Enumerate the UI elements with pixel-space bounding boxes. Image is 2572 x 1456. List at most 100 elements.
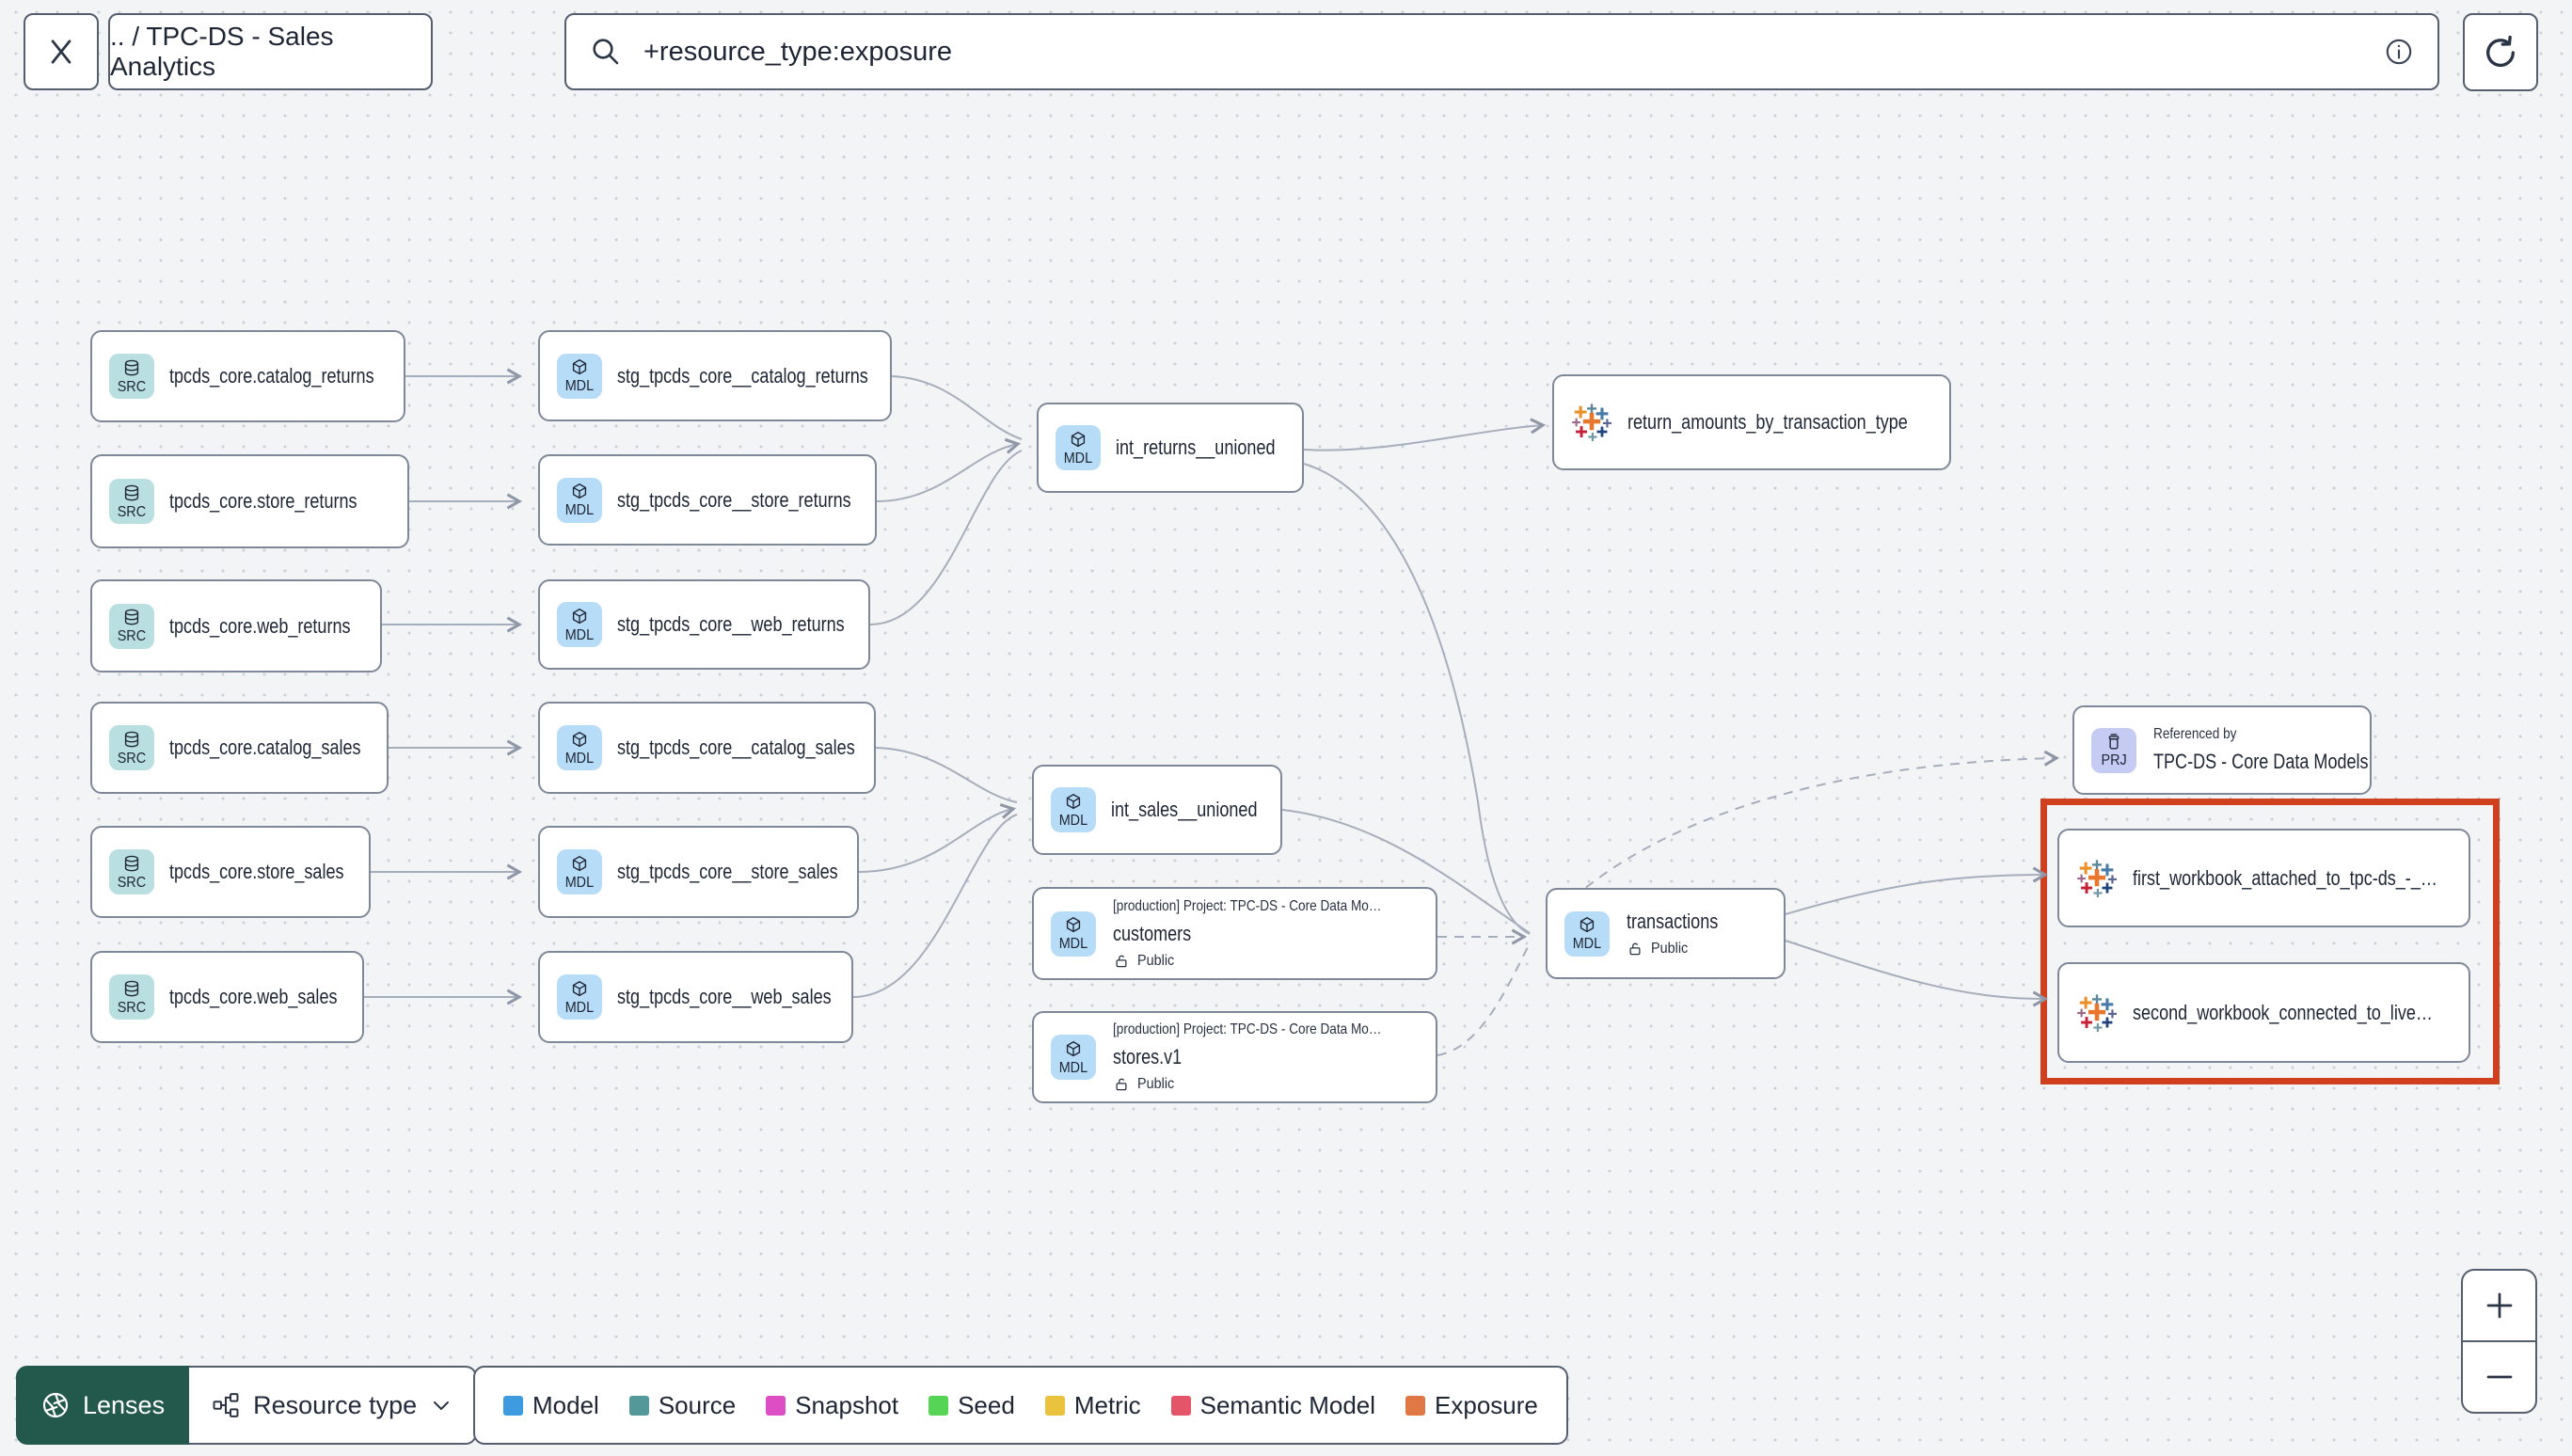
node-stg-store-returns[interactable]: MDL stg_tpcds_core__store_returns: [538, 454, 877, 546]
node-label: stg_tpcds_core__web_returns: [617, 612, 845, 636]
node-transactions[interactable]: MDL transactions Public: [1546, 888, 1786, 979]
cube-icon: [1580, 917, 1595, 933]
cube-icon: [572, 608, 587, 624]
chevron-down-icon: [434, 1401, 450, 1410]
zoom-in-button[interactable]: [2463, 1271, 2535, 1342]
node-label: tpcds_core.catalog_sales: [169, 736, 361, 759]
project-icon: [2108, 734, 2120, 750]
node-exposure-return-amounts[interactable]: return_amounts_by_transaction_type: [1552, 374, 1951, 470]
legend-item-snapshot: Snapshot: [766, 1391, 898, 1420]
zoom-out-icon: [2486, 1375, 2512, 1379]
legend-swatch: [628, 1395, 649, 1416]
close-button[interactable]: [24, 13, 99, 90]
node-int-sales-unioned[interactable]: MDL int_sales__unioned: [1032, 765, 1282, 855]
visibility-label: Public: [1137, 952, 1175, 969]
node-src-store-returns[interactable]: SRC tpcds_core.store_returns: [90, 454, 409, 548]
unlock-icon: [1629, 942, 1641, 956]
model-badge: MDL: [1051, 787, 1096, 832]
node-label: stg_tpcds_core__web_sales: [617, 985, 832, 1008]
node-stg-web-returns[interactable]: MDL stg_tpcds_core__web_returns: [538, 579, 870, 670]
node-src-store-sales[interactable]: SRC tpcds_core.store_sales: [90, 826, 371, 918]
legend-item-seed: Seed: [929, 1391, 1015, 1420]
source-badge: SRC: [109, 974, 154, 1020]
lens-selector[interactable]: Resource type: [189, 1366, 478, 1445]
node-src-catalog-returns[interactable]: SRC tpcds_core.catalog_returns: [90, 330, 405, 422]
cube-icon: [572, 359, 587, 375]
refresh-icon: [2486, 35, 2515, 67]
node-project-label: [production] Project: TPC-DS - Core Data…: [1113, 897, 1382, 914]
cube-icon: [572, 483, 587, 499]
refresh-button[interactable]: [2463, 13, 2538, 91]
node-stg-catalog-returns[interactable]: MDL stg_tpcds_core__catalog_returns: [538, 330, 892, 421]
node-label: stores.v1: [1113, 1045, 1183, 1068]
source-badge: SRC: [109, 849, 154, 894]
database-icon: [124, 980, 139, 996]
node-stg-web-sales[interactable]: MDL stg_tpcds_core__web_sales: [538, 951, 853, 1043]
node-stg-store-sales[interactable]: MDL stg_tpcds_core__store_sales: [538, 826, 859, 918]
cube-icon: [572, 855, 587, 871]
model-badge: MDL: [557, 353, 602, 399]
source-badge: SRC: [109, 354, 154, 399]
zoom-out-button[interactable]: [2463, 1342, 2535, 1412]
node-src-web-sales[interactable]: SRC tpcds_core.web_sales: [90, 951, 364, 1043]
database-icon: [124, 359, 139, 375]
visibility-row: Public: [1113, 1076, 1419, 1093]
tableau-icon: [1572, 404, 1611, 442]
search-bar[interactable]: [564, 13, 2439, 90]
node-src-web-returns[interactable]: SRC tpcds_core.web_returns: [90, 579, 382, 673]
node-label: tpcds_core.web_sales: [169, 985, 338, 1008]
cube-icon: [1066, 917, 1081, 933]
node-label: return_amounts_by_transaction_type: [1627, 410, 1908, 434]
database-icon: [124, 731, 139, 747]
legend-item-semantic-model: Semantic Model: [1170, 1391, 1375, 1420]
model-badge: MDL: [1056, 425, 1101, 470]
tableau-icon: [2077, 993, 2117, 1032]
lenses-control: Lenses Resource type: [16, 1366, 478, 1445]
node-customers[interactable]: MDL [production] Project: TPC-DS - Core …: [1032, 887, 1437, 980]
visibility-row: Public: [1627, 941, 1738, 957]
legend: Model Source Snapshot Seed Metric Semant…: [473, 1366, 1568, 1445]
model-badge: MDL: [557, 849, 602, 894]
resource-type-icon: [213, 1393, 239, 1417]
model-badge: MDL: [557, 477, 602, 523]
node-label: int_returns__unioned: [1116, 435, 1276, 459]
cube-icon: [572, 980, 587, 996]
referenced-by-title: Referenced by: [2153, 726, 2237, 742]
node-label: customers: [1113, 921, 1192, 945]
model-badge: MDL: [557, 602, 602, 647]
database-icon: [124, 484, 139, 500]
info-icon[interactable]: [2383, 36, 2415, 68]
breadcrumb-label: .. / TPC-DS - Sales Analytics: [110, 22, 334, 81]
node-label: stg_tpcds_core__catalog_sales: [617, 736, 855, 759]
node-label: int_sales__unioned: [1111, 798, 1258, 821]
node-label: first_workbook_attached_to_tpc-ds_-_…: [2133, 865, 2437, 890]
cube-icon: [1066, 1040, 1081, 1056]
node-label: stg_tpcds_core__store_sales: [617, 860, 838, 883]
search-input[interactable]: [642, 35, 2364, 69]
node-label: tpcds_core.web_returns: [169, 613, 351, 638]
breadcrumb[interactable]: .. / TPC-DS - Sales Analytics: [108, 13, 433, 90]
lenses-button[interactable]: Lenses: [16, 1366, 190, 1445]
node-exposure-second-workbook[interactable]: second_workbook_connected_to_live…: [2057, 962, 2470, 1063]
node-int-returns-unioned[interactable]: MDL int_returns__unioned: [1037, 403, 1304, 493]
visibility-label: Public: [1137, 1076, 1175, 1092]
node-exposure-first-workbook[interactable]: first_workbook_attached_to_tpc-ds_-_…: [2057, 829, 2470, 927]
source-badge: SRC: [109, 479, 154, 524]
node-stores-v1[interactable]: MDL [production] Project: TPC-DS - Core …: [1032, 1011, 1437, 1103]
lenses-label: Lenses: [83, 1390, 166, 1419]
cube-icon: [1066, 793, 1081, 809]
node-stg-catalog-sales[interactable]: MDL stg_tpcds_core__catalog_sales: [538, 702, 876, 794]
visibility-label: Public: [1651, 941, 1689, 957]
lens-aperture-icon: [42, 1392, 69, 1418]
node-label: stg_tpcds_core__store_returns: [617, 487, 851, 512]
node-referenced-by-project[interactable]: PRJ Referenced by TPC-DS - Core Data Mod…: [2072, 705, 2372, 795]
legend-swatch: [1405, 1395, 1426, 1416]
legend-item-metric: Metric: [1044, 1391, 1141, 1420]
cube-icon: [572, 731, 587, 747]
legend-swatch: [1044, 1395, 1065, 1416]
legend-swatch: [503, 1395, 523, 1416]
model-badge: MDL: [557, 725, 602, 770]
node-src-catalog-sales[interactable]: SRC tpcds_core.catalog_sales: [90, 702, 389, 794]
node-label: TPC-DS - Core Data Models: [2153, 750, 2369, 773]
